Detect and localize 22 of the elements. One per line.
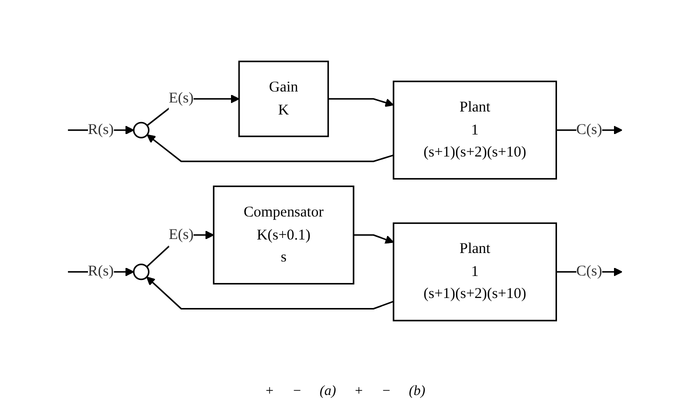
note-label: + — [354, 384, 364, 400]
node-box: Compensator K(s+0.1) s — [212, 186, 354, 284]
arrow — [354, 234, 394, 244]
edge-label: C(s) — [576, 122, 602, 138]
note-label: + — [264, 384, 274, 400]
arrow — [328, 98, 394, 107]
note-label: (b) — [408, 384, 426, 400]
edge-label: E(s) — [168, 90, 194, 107]
node-circle — [132, 122, 150, 138]
node-box: Plant 1 (s+1)(s+2)(s+10) — [392, 80, 558, 180]
edge-label: C(s) — [576, 264, 602, 280]
node-circle — [132, 264, 150, 280]
edge-label: E(s) — [168, 226, 194, 243]
note-label: − — [381, 384, 391, 400]
node-box: Gain K — [238, 60, 329, 138]
note-label: − — [292, 384, 302, 400]
node-box: Plant 1 (s+1)(s+2)(s+10) — [392, 222, 558, 322]
edge-label: R(s) — [88, 122, 114, 138]
arrow — [146, 134, 394, 162]
arrow — [146, 276, 394, 310]
edge-label: R(s) — [88, 264, 114, 280]
note-label: (a) — [320, 384, 336, 400]
